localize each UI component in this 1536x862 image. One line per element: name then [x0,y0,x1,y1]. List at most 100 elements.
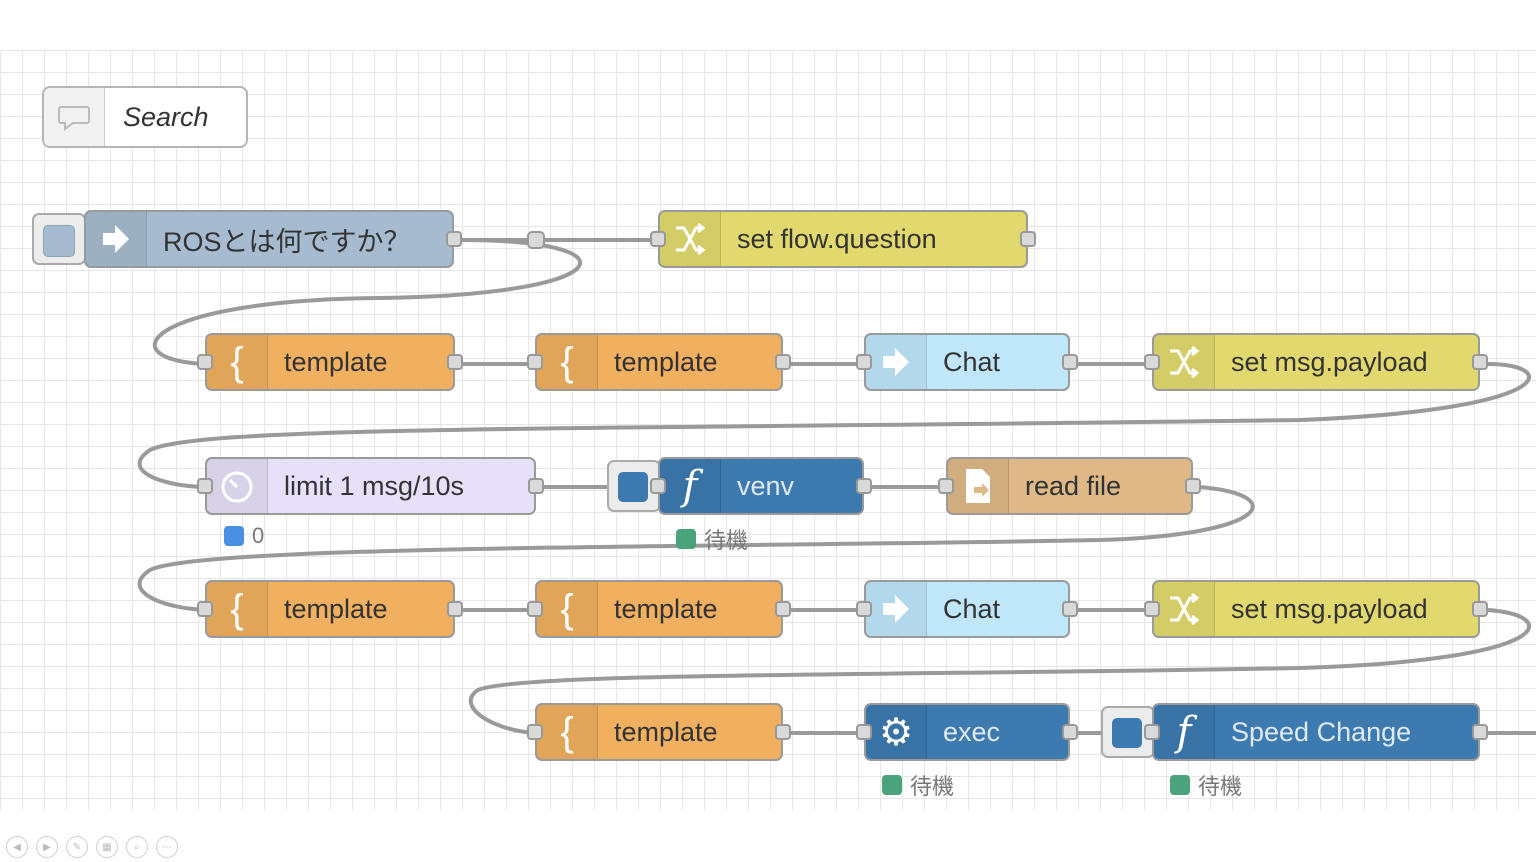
input-port[interactable] [938,478,954,494]
status-text: 0 [252,523,265,548]
output-port[interactable] [775,724,791,740]
input-port[interactable] [856,724,872,740]
arrow-right-icon [86,212,147,266]
template-node-label: template [614,346,718,377]
template-brace-icon: { [207,335,268,389]
comment-node-label: Search [123,101,209,132]
template-node[interactable]: { template [527,703,791,761]
exec-status: 待機 [882,769,954,801]
inject-node[interactable]: ROSとは何ですか？ [84,210,462,268]
status-dot-icon [224,526,244,546]
file-in-node-label: read file [1025,470,1122,501]
file-read-icon [948,459,1009,513]
status-text: 待機 [704,528,749,553]
chat-node-label: Chat [943,346,1001,377]
input-port[interactable] [197,478,213,494]
shuffle-icon [1154,335,1215,389]
exec-node[interactable]: ⚙ exec [856,703,1078,761]
gear-icon: ⚙ [866,705,927,759]
template-brace-icon: { [537,582,598,636]
inject-trigger-button[interactable] [32,213,86,265]
change-node-label: set flow.question [737,223,937,254]
status-text: 待機 [1198,774,1243,799]
inject-trigger-square[interactable] [43,225,75,257]
output-port[interactable] [1472,601,1488,617]
file-in-node[interactable]: read file [938,457,1201,515]
function-toggle-square[interactable] [1112,718,1142,748]
inject-node-label: ROSとは何ですか？ [163,226,411,257]
pen-icon[interactable]: ✎ [66,836,88,858]
output-port[interactable] [447,601,463,617]
link-arrow-icon [866,335,927,389]
function-node-label: Speed Change [1231,716,1412,747]
change-node-payload[interactable]: set msg.payload [1144,333,1488,391]
template-node-label: template [614,593,718,624]
input-port[interactable] [856,354,872,370]
template-node[interactable]: { template [197,333,463,391]
change-node-question[interactable]: set flow.question [650,210,1036,268]
output-port[interactable] [1020,231,1036,247]
function-f-icon: f [1154,705,1215,759]
template-node[interactable]: { template [197,580,463,638]
function-f-icon: f [660,459,721,513]
output-port[interactable] [1472,724,1488,740]
chat-node[interactable]: Chat [856,580,1078,638]
output-port[interactable] [528,478,544,494]
change-node-label: set msg.payload [1231,593,1428,624]
input-port[interactable] [527,601,543,617]
template-node[interactable]: { template [527,333,791,391]
slideshow-toolbar: ◀ ▶ ✎ ▦ ⌕ ⋯ [6,836,178,858]
change-node-payload[interactable]: set msg.payload [1144,580,1488,638]
status-dot-icon [882,775,902,795]
status-text: 待機 [910,774,955,799]
output-port[interactable] [1472,354,1488,370]
input-port[interactable] [1144,724,1160,740]
shuffle-icon [660,212,721,266]
exec-node-label: exec [943,716,1001,747]
function-toggle-square[interactable] [618,472,648,502]
output-port[interactable] [856,478,872,494]
shuffle-icon [1154,582,1215,636]
input-port[interactable] [650,231,666,247]
delay-node-label: limit 1 msg/10s [284,470,465,501]
flow-canvas[interactable] [0,50,1536,810]
comment-node-search[interactable]: Search [42,86,248,148]
template-node[interactable]: { template [527,580,791,638]
speed-change-status: 待機 [1170,769,1242,801]
more-icon[interactable]: ⋯ [156,836,178,858]
function-node-label: venv [737,470,795,501]
template-node-label: template [284,593,388,624]
zoom-icon[interactable]: ⌕ [126,836,148,858]
output-port[interactable] [1062,601,1078,617]
next-icon[interactable]: ▶ [36,836,58,858]
chat-node-label: Chat [943,593,1001,624]
input-port[interactable] [197,601,213,617]
comment-bubble-icon [44,88,105,146]
output-port[interactable] [1062,724,1078,740]
output-port[interactable] [1062,354,1078,370]
output-port[interactable] [775,601,791,617]
input-port[interactable] [650,478,666,494]
template-node-label: template [284,346,388,377]
template-brace-icon: { [207,582,268,636]
change-node-label: set msg.payload [1231,346,1428,377]
output-port[interactable] [775,354,791,370]
chat-node[interactable]: Chat [856,333,1078,391]
function-node-speed-change[interactable]: f Speed Change [1144,703,1488,761]
input-port[interactable] [1144,601,1160,617]
input-port[interactable] [1144,354,1160,370]
delay-node[interactable]: limit 1 msg/10s [197,457,544,515]
previous-icon[interactable]: ◀ [6,836,28,858]
output-port[interactable] [446,231,462,247]
template-brace-icon: { [537,335,598,389]
slides-icon[interactable]: ▦ [96,836,118,858]
timer-icon [207,459,268,513]
input-port[interactable] [197,354,213,370]
output-port[interactable] [447,354,463,370]
input-port[interactable] [527,724,543,740]
function-node-venv[interactable]: f venv [650,457,872,515]
input-port[interactable] [527,354,543,370]
input-port[interactable] [856,601,872,617]
output-port[interactable] [1185,478,1201,494]
status-dot-icon [1170,775,1190,795]
